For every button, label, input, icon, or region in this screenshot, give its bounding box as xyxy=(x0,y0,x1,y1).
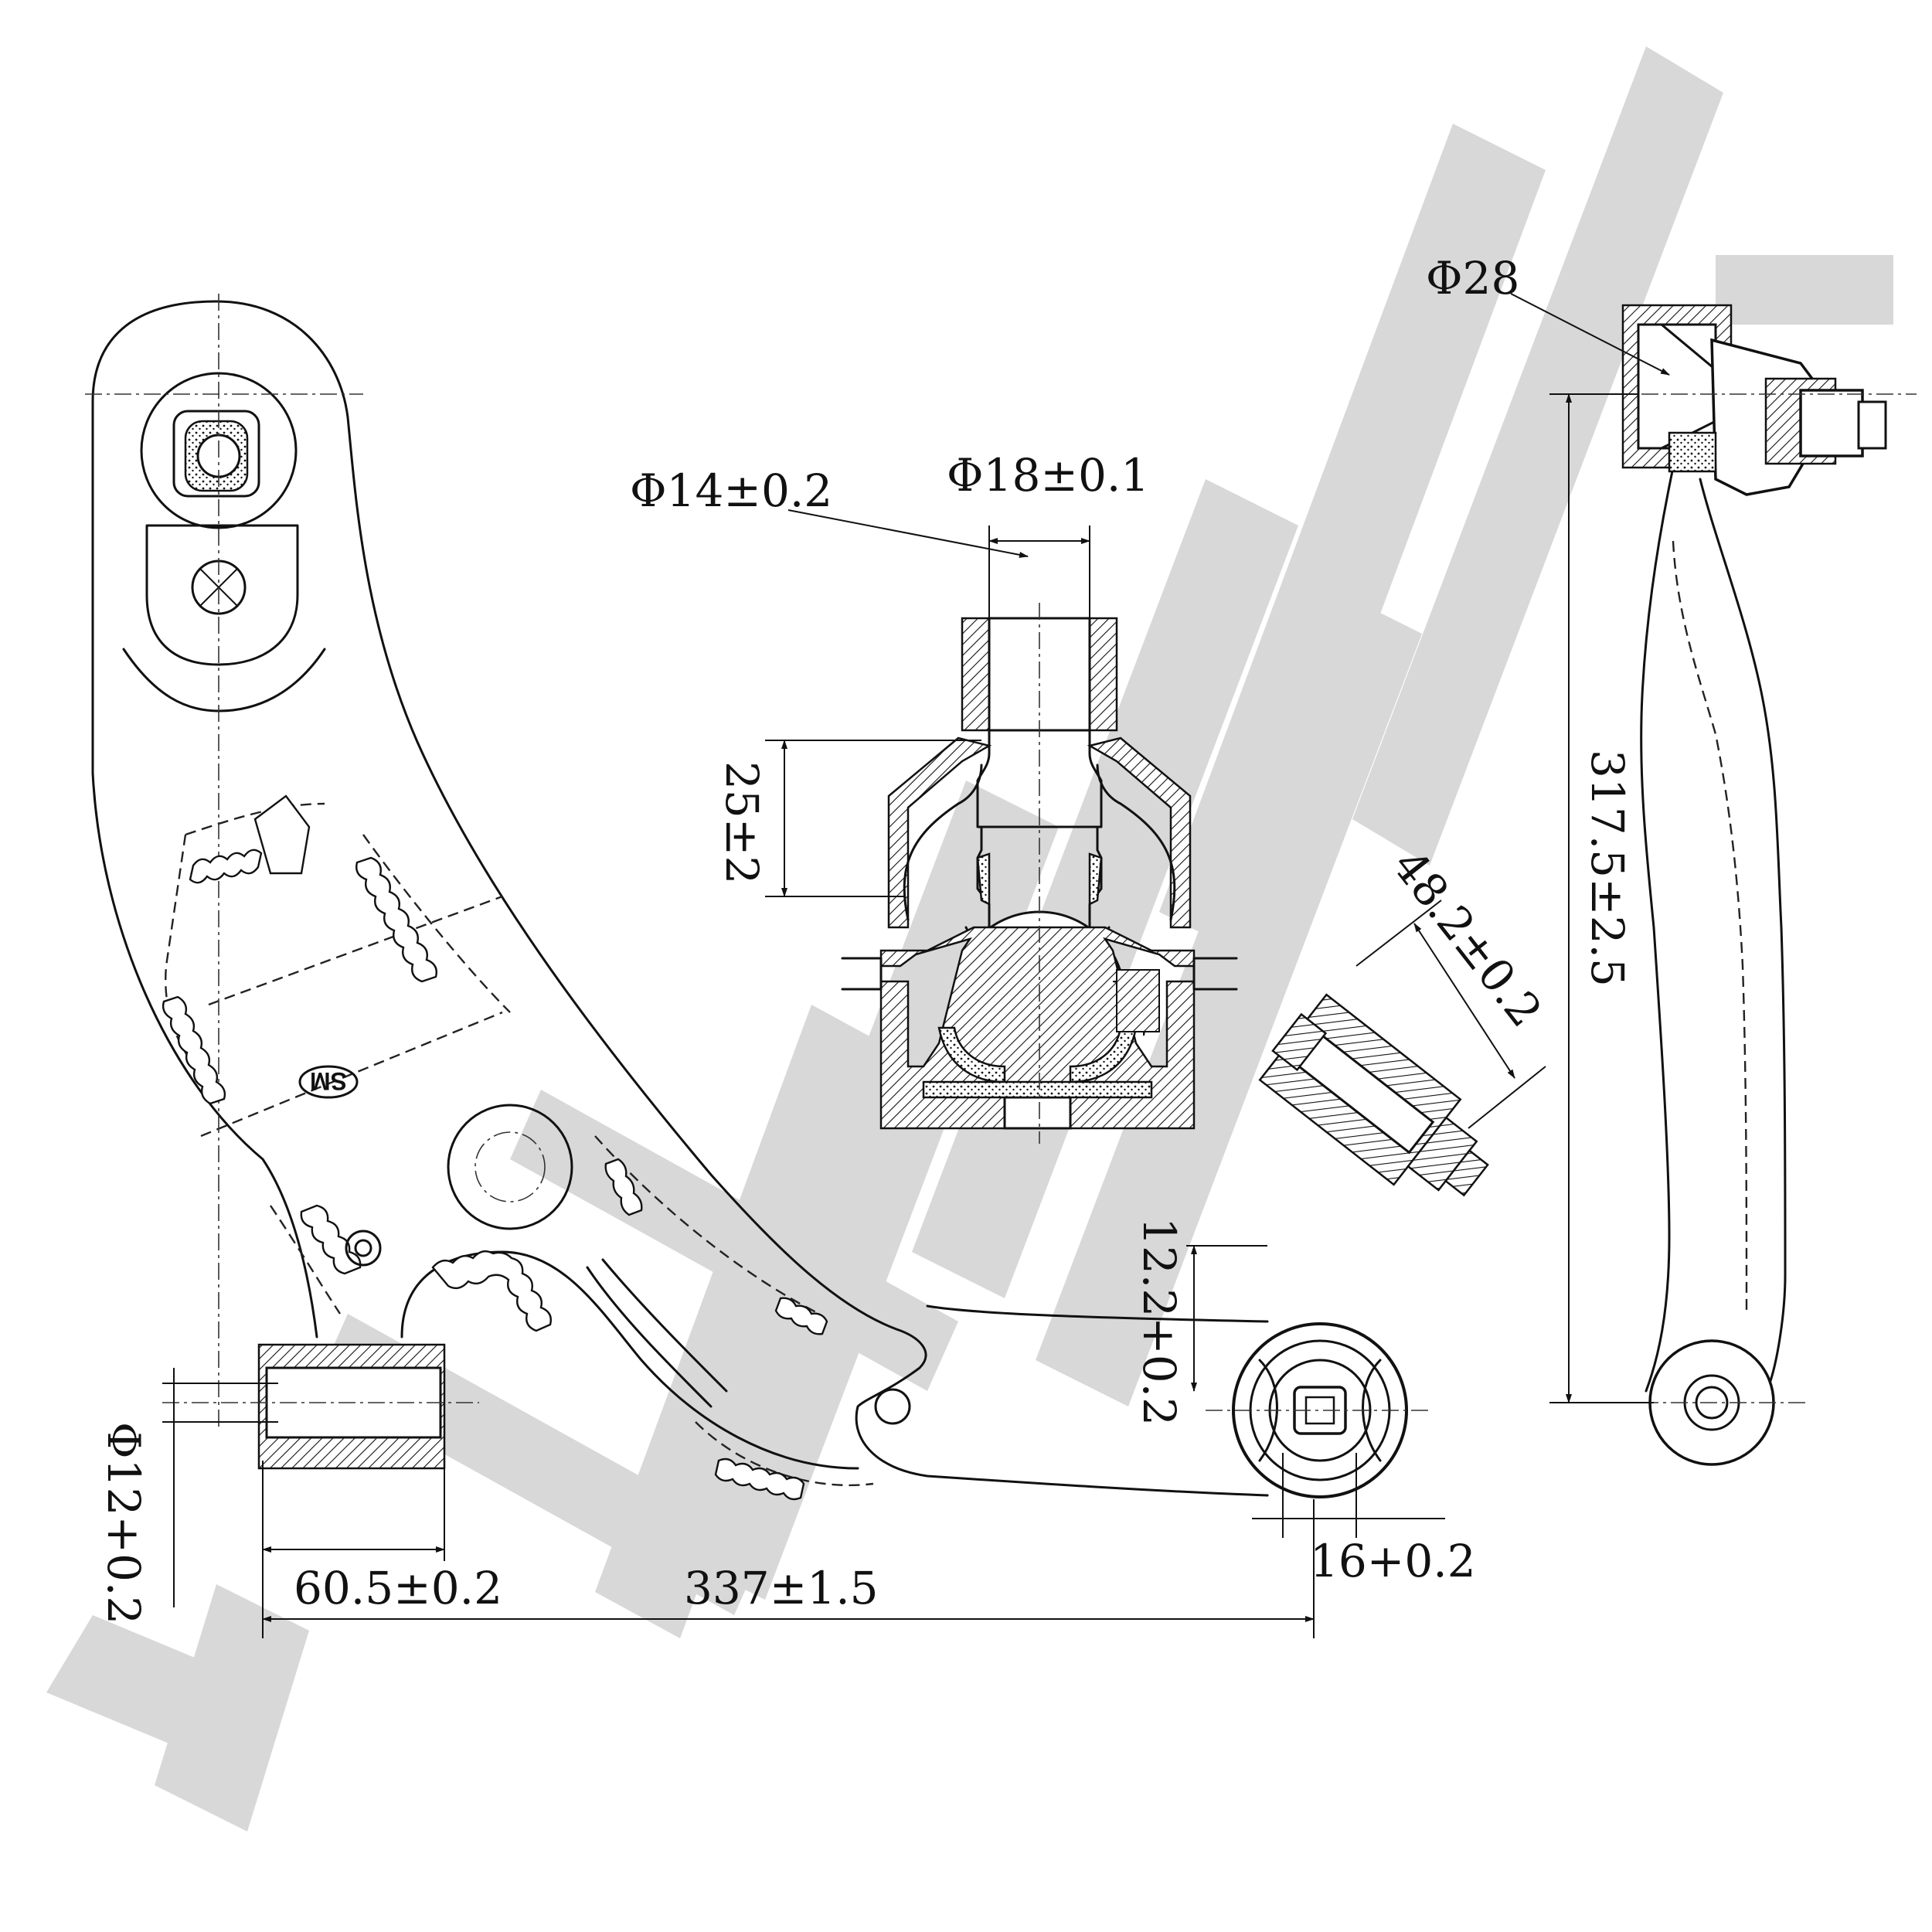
dim-60-5: 60.5±0.2 xyxy=(294,1562,502,1614)
dim-48-2: 48.2±0.2 xyxy=(1383,840,1553,1037)
control-arm-side-view xyxy=(1553,304,1917,1466)
ball-joint-eye xyxy=(1206,1322,1430,1498)
dim-16: 16+0.2 xyxy=(1310,1535,1476,1587)
rear-bushing xyxy=(162,1343,479,1470)
dim-phi18: Φ18±0.1 xyxy=(947,449,1149,502)
dim-phi28: Φ28 xyxy=(1426,252,1519,304)
dim-317-5: 317.5±2.5 xyxy=(1581,750,1634,987)
dim-337: 337±1.5 xyxy=(684,1562,879,1614)
small-bushing-section xyxy=(1258,993,1489,1197)
dim-phi12: Φ12+0.2 xyxy=(97,1422,150,1624)
control-arm-top-view: SM xyxy=(85,294,1430,1501)
dim-12-2: 12.2+0.2 xyxy=(1133,1217,1185,1426)
sm-part-mark: SM xyxy=(298,1065,359,1099)
sm-mark-text: SM xyxy=(310,1067,347,1095)
weld-beads xyxy=(162,794,828,1501)
side-ball-joint xyxy=(1621,304,1887,496)
dim-phi14: Φ14±0.2 xyxy=(630,464,832,517)
ball-joint-section xyxy=(841,603,1238,1144)
dim-25: 25±2 xyxy=(716,761,768,884)
dimension-lines xyxy=(162,293,1670,1638)
